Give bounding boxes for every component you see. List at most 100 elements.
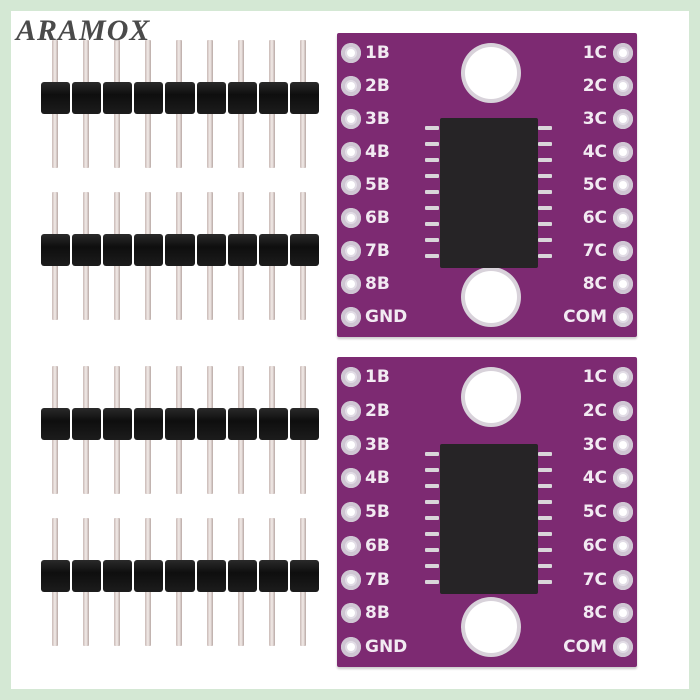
pin-label: 1C — [582, 43, 607, 63]
pin-label: 8B — [365, 603, 390, 624]
solder-pad — [341, 241, 361, 261]
pin-label: 2B — [365, 400, 390, 421]
chip-lead — [538, 516, 552, 520]
pin-label: 4C — [582, 142, 607, 162]
pin-header-strip — [40, 518, 320, 646]
chip-lead — [538, 548, 552, 552]
solder-pad — [613, 637, 633, 657]
solder-pad — [341, 208, 361, 228]
solder-pad — [613, 367, 633, 387]
chip-lead — [425, 452, 439, 456]
header-housing — [40, 560, 320, 592]
brand-logo: ARAMOX — [16, 14, 151, 47]
pin-label: 2C — [582, 76, 607, 96]
solder-pad — [613, 175, 633, 195]
mounting-hole — [465, 47, 517, 99]
chip-lead — [425, 516, 439, 520]
pin-label: 7C — [582, 241, 607, 261]
pin-label: 3C — [582, 109, 607, 129]
ic-chip — [440, 444, 538, 594]
pin-label: 2B — [365, 76, 390, 96]
solder-pad — [341, 400, 361, 421]
pin-label: COM — [563, 307, 607, 327]
solder-pad — [341, 142, 361, 162]
solder-pad — [613, 76, 633, 96]
solder-pad — [613, 603, 633, 624]
chip-lead — [538, 254, 552, 258]
pin-label: 5B — [365, 175, 390, 195]
solder-pad — [613, 43, 633, 63]
solder-pad — [613, 109, 633, 129]
chip-lead — [425, 548, 439, 552]
pin-label: 3B — [365, 434, 390, 455]
solder-pad — [613, 142, 633, 162]
chip-lead — [425, 206, 439, 210]
pin-label: 6C — [582, 535, 607, 556]
pin-label: 6C — [582, 208, 607, 228]
solder-pad — [341, 76, 361, 96]
solder-pad — [613, 208, 633, 228]
solder-pad — [613, 241, 633, 261]
pin-label: 4B — [365, 468, 390, 489]
solder-pad — [341, 603, 361, 624]
solder-pad — [341, 43, 361, 63]
mounting-hole — [465, 371, 517, 423]
pin-header-strip — [40, 192, 320, 320]
solder-pad — [341, 109, 361, 129]
pin-label: 4C — [582, 468, 607, 489]
solder-pad — [341, 274, 361, 294]
pin-label: 5B — [365, 502, 390, 522]
pin-label: 4B — [365, 142, 390, 162]
chip-lead — [538, 174, 552, 178]
chip-lead — [538, 238, 552, 242]
pin-label: 5C — [582, 175, 607, 195]
pin-label: COM — [563, 637, 607, 657]
solder-pad — [613, 569, 633, 590]
solder-pad — [613, 535, 633, 556]
chip-lead — [425, 238, 439, 242]
chip-lead — [538, 222, 552, 226]
chip-lead — [425, 190, 439, 194]
solder-pad — [341, 367, 361, 387]
pin-label: 1C — [582, 367, 607, 387]
pin-label: 7C — [582, 569, 607, 590]
chip-lead — [538, 468, 552, 472]
header-housing — [40, 82, 320, 114]
chip-lead — [538, 532, 552, 536]
chip-lead — [538, 564, 552, 568]
solder-pad — [613, 307, 633, 327]
pin-header-strip — [40, 366, 320, 494]
chip-lead — [538, 500, 552, 504]
chip-lead — [425, 532, 439, 536]
chip-lead — [538, 158, 552, 162]
pin-label: 6B — [365, 208, 390, 228]
chip-lead — [425, 580, 439, 584]
solder-pad — [341, 569, 361, 590]
chip-lead — [425, 254, 439, 258]
solder-pad — [613, 502, 633, 522]
chip-lead — [538, 142, 552, 146]
pin-label: 5C — [582, 502, 607, 522]
pin-label: 8C — [582, 603, 607, 624]
solder-pad — [341, 434, 361, 455]
chip-lead — [425, 468, 439, 472]
chip-lead — [538, 126, 552, 130]
chip-lead — [425, 484, 439, 488]
pin-label: GND — [365, 307, 408, 327]
solder-pad — [341, 502, 361, 522]
solder-pad — [341, 307, 361, 327]
chip-lead — [538, 484, 552, 488]
solder-pad — [341, 468, 361, 489]
chip-lead — [538, 580, 552, 584]
header-housing — [40, 234, 320, 266]
chip-lead — [425, 126, 439, 130]
solder-pad — [613, 434, 633, 455]
solder-pad — [613, 274, 633, 294]
solder-pad — [613, 400, 633, 421]
pin-label: 7B — [365, 569, 390, 590]
chip-lead — [425, 222, 439, 226]
chip-lead — [425, 500, 439, 504]
solder-pad — [341, 535, 361, 556]
